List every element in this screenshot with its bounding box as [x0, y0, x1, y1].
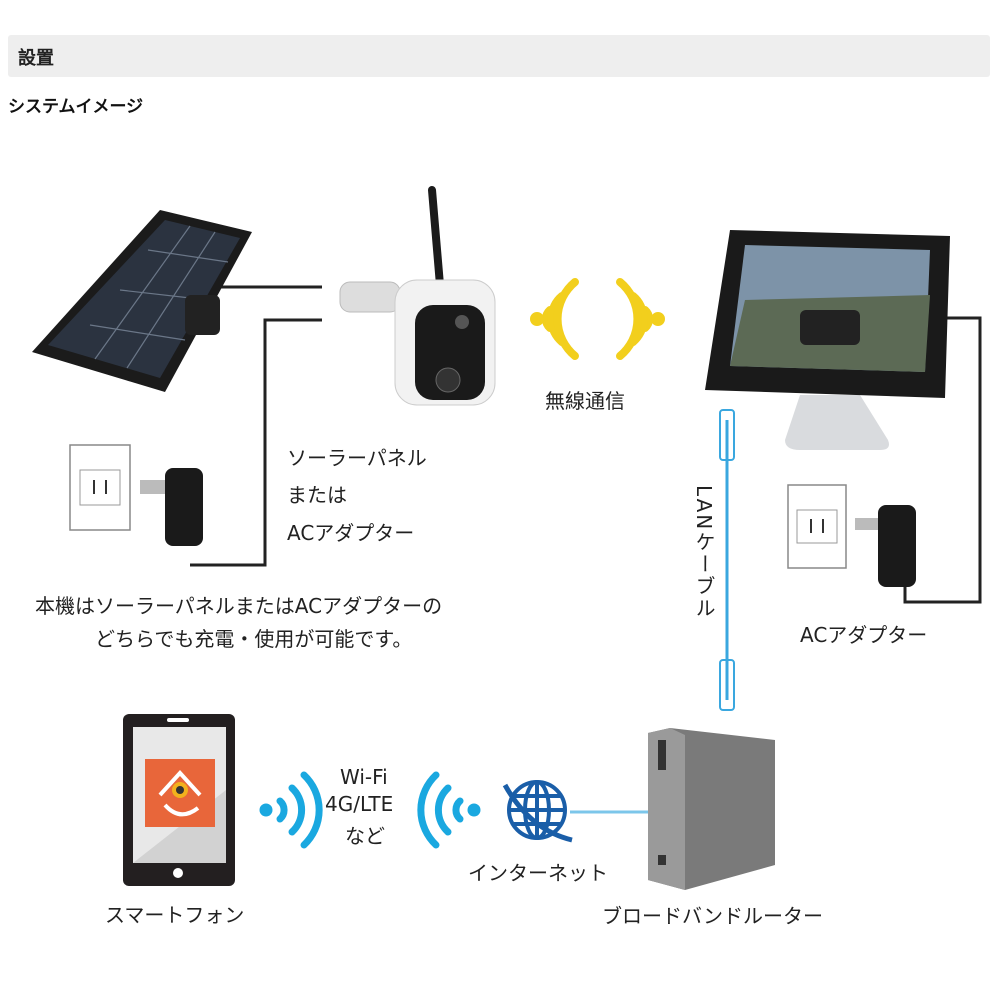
router-icon [648, 728, 775, 890]
monitor-icon [705, 230, 950, 450]
outlet-right-icon [787, 484, 847, 569]
router-label: ブロードバンドルーター [602, 904, 823, 928]
wireless-signal-icon [530, 278, 665, 360]
wireless-label: 無線通信 [545, 389, 625, 413]
ac-adapter-label: ACアダプター [800, 623, 928, 647]
outlet-left-icon [69, 444, 131, 531]
globe-icon [502, 780, 573, 843]
note-line-2: どちらでも充電・使用が可能です。 [95, 627, 413, 651]
note-line-1: 本機はソーラーパネルまたはACアダプターの [35, 594, 443, 618]
power-cables [190, 285, 982, 604]
ac-adapter-right-icon [855, 505, 916, 587]
mobile-signal-icon [259, 771, 481, 849]
section-header-title: 設置 [18, 48, 54, 69]
smartphone-icon [123, 714, 235, 886]
camera-icon [339, 186, 496, 406]
network-lte: 4G/LTE [325, 792, 394, 816]
ac-adapter-left-icon [140, 468, 203, 546]
lan-cable-label: LANケーブル [692, 485, 716, 620]
smartphone-label: スマートフォン [105, 903, 245, 927]
network-wifi: Wi-Fi [340, 765, 388, 789]
section-header: 設置 [8, 35, 990, 77]
network-etc: など [345, 824, 385, 848]
subsection-title: システムイメージ [8, 97, 144, 117]
power-option-ac: ACアダプター [287, 521, 415, 545]
power-option-or: または [287, 483, 347, 507]
lan-cable-icon [719, 409, 735, 711]
power-option-solar: ソーラーパネル [287, 446, 427, 470]
solar-panel-icon [32, 210, 252, 392]
internet-label: インターネット [468, 861, 608, 885]
